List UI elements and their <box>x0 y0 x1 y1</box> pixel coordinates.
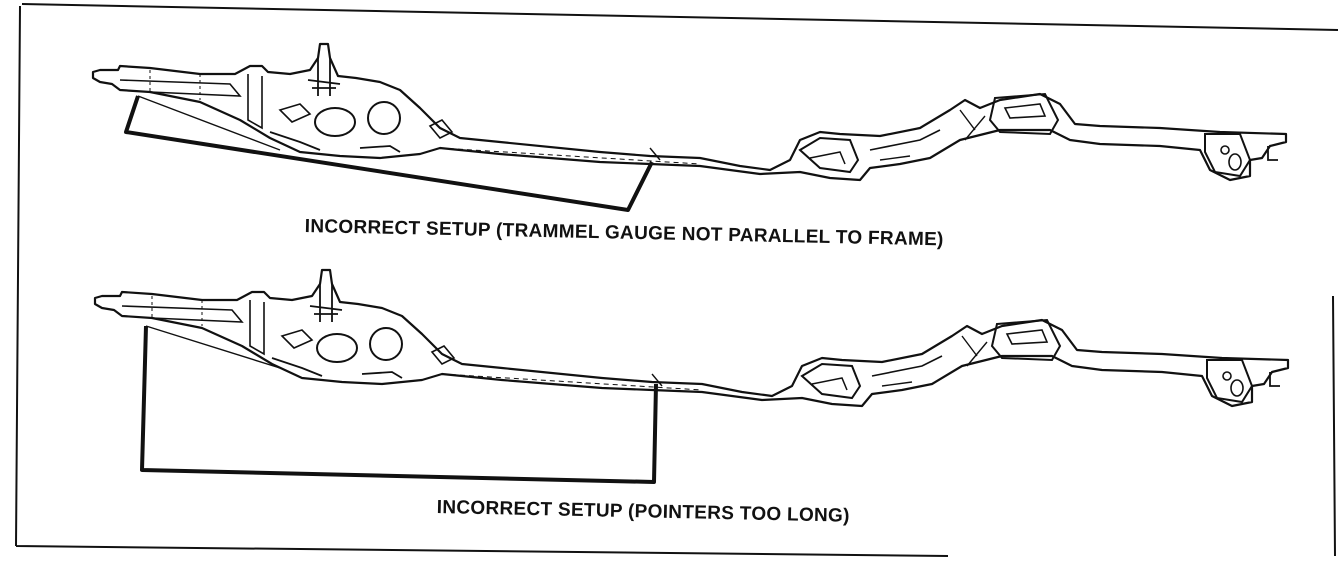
trammel-gauge-tilted <box>124 95 654 212</box>
border-frame <box>15 3 1339 557</box>
vehicle-frame-bottom <box>93 268 1290 408</box>
trammel-gauge-long-pointers <box>140 325 658 484</box>
trammel-pointer-line <box>137 95 281 151</box>
trammel-pointer-line-bottom <box>145 325 281 369</box>
vehicle-frame-top <box>91 42 1288 182</box>
